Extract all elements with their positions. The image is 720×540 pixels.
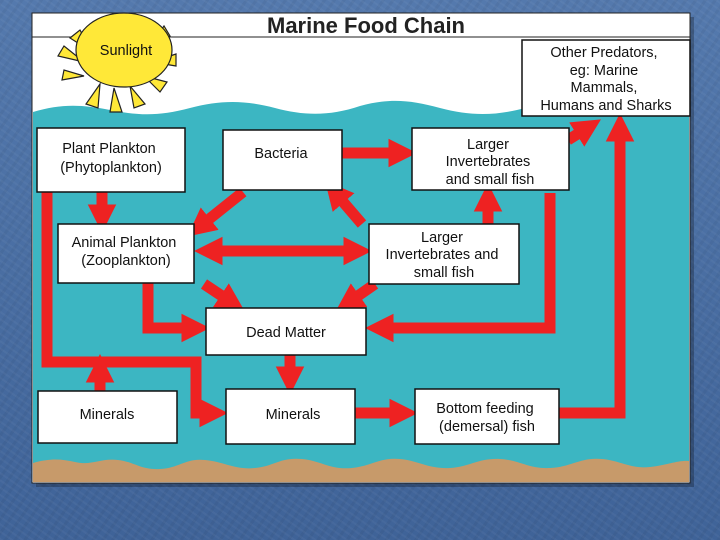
other-predators-label: Other Predators, eg: Marine Mammals, Hum… xyxy=(540,45,671,114)
box-zooplankton: Animal Plankton (Zooplankton) xyxy=(57,223,195,284)
bottom-feeding-fish-label: Bottom feeding (demersal) fish xyxy=(436,401,538,435)
arrow-zoo-to-dead xyxy=(200,279,245,312)
larger-invertebrates-top-label: Larger Invertebrates and small fish xyxy=(446,137,535,188)
minerals-center-label: Minerals xyxy=(266,407,321,423)
box-bottom-feeding-fish: Bottom feeding (demersal) fish xyxy=(414,388,560,445)
box-other-predators: Other Predators, eg: Marine Mammals, Hum… xyxy=(521,39,691,117)
seabed xyxy=(33,458,689,482)
phytoplankton-label: Plant Plankton (Phytoplankton) xyxy=(60,141,162,176)
box-phytoplankton: Plant Plankton (Phytoplankton) xyxy=(36,127,186,193)
sunlight-label: Sunlight xyxy=(100,43,152,59)
box-larger-invertebrates-mid: Larger Invertebrates and small fish xyxy=(368,223,520,285)
arrow-larger-mid-to-dead xyxy=(335,279,379,312)
arrow-larger-top-to-dead xyxy=(364,193,556,343)
dead-matter-label: Dead Matter xyxy=(246,325,326,341)
minerals-left-label: Minerals xyxy=(80,407,135,423)
larger-invertebrates-mid-label: Larger Invertebrates and small fish xyxy=(386,230,503,281)
box-dead-matter: Dead Matter xyxy=(205,307,367,356)
sun-icon xyxy=(57,12,177,113)
picture-border xyxy=(31,12,691,484)
box-larger-invertebrates-top: Larger Invertebrates and small fish xyxy=(411,127,570,191)
diagram-title: Marine Food Chain xyxy=(267,13,465,38)
arrow-dead-to-bacteria xyxy=(324,180,367,228)
arrow-bacteria-to-zoo xyxy=(187,187,247,237)
arrow-bottom-to-predators xyxy=(559,112,635,419)
zooplankton-label: Animal Plankton (Zooplankton) xyxy=(72,235,181,269)
box-minerals-center: Minerals xyxy=(225,388,356,445)
arrow-phyto-to-minerals xyxy=(41,192,229,428)
box-bacteria: Bacteria xyxy=(222,129,343,191)
arrows xyxy=(41,112,635,428)
bacteria-label: Bacteria xyxy=(254,146,308,162)
arrow-phyto-to-dead xyxy=(142,283,211,343)
arrow-larger-top-to-predators xyxy=(565,119,601,147)
box-minerals-left: Minerals xyxy=(37,390,178,444)
